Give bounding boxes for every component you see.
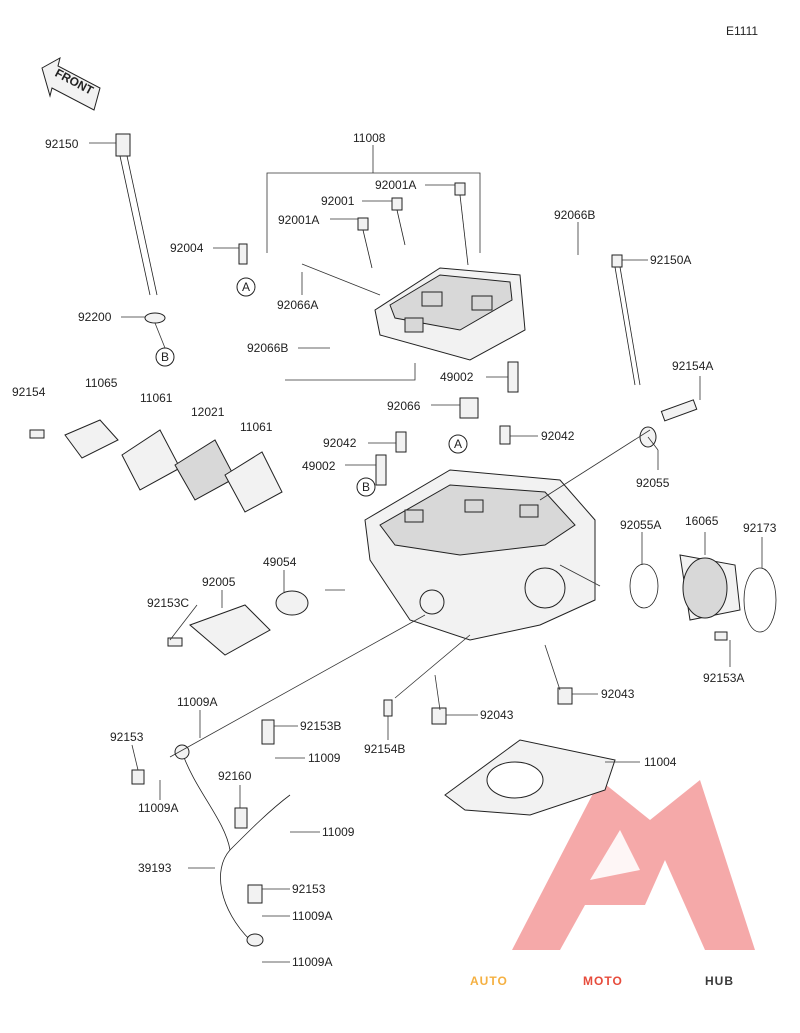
front-arrow: FRONT: [41, 57, 101, 111]
label-92066: 92066: [387, 399, 421, 413]
label-92001A-top: 92001A: [375, 178, 416, 192]
label-92153C: 92153C: [147, 596, 189, 610]
label-11009A-bottom2: 11009A: [292, 955, 332, 969]
label-39193: 39193: [138, 861, 172, 875]
ref-marker-b-label: B: [161, 350, 169, 364]
camshaft-cap: [374, 267, 526, 361]
label-16065: 16065: [685, 514, 719, 528]
label-11061-left: 11061: [140, 391, 173, 405]
label-92150: 92150: [45, 137, 79, 151]
head-gasket: [383, 687, 616, 816]
ref-marker-b-head-label: B: [362, 480, 370, 494]
watermark-hub: HUB: [705, 974, 734, 988]
automotohub-logo: [512, 780, 755, 950]
ref-marker-a-label: A: [242, 280, 250, 294]
ref-marker-a-head: A: [448, 434, 468, 454]
ref-marker-b-head: B: [356, 477, 376, 497]
watermark-auto: AUTO: [470, 974, 508, 988]
cylinder-head: [364, 469, 596, 641]
label-92153A: 92153A: [703, 671, 744, 685]
label-92153-bottom: 92153: [292, 882, 326, 896]
label-11004: 11004: [644, 755, 677, 769]
reed-valve-group: [29, 419, 283, 513]
label-92055A: 92055A: [620, 518, 661, 532]
label-92066B-top: 92066B: [554, 208, 595, 222]
part-labels: 11008 92150 92001A 92001 92001A 92004 92…: [12, 131, 777, 969]
label-92153B: 92153B: [300, 719, 341, 733]
intake-parts: [629, 399, 777, 641]
long-bolt-92150A: [611, 254, 641, 386]
head-outline: [285, 363, 416, 381]
label-49002-top: 49002: [440, 370, 474, 384]
diagram-code: E1111: [726, 24, 758, 38]
ref-marker-a-head-label: A: [454, 437, 462, 451]
label-12021: 12021: [191, 405, 225, 419]
thermostat-group: [167, 590, 309, 656]
label-92001: 92001: [321, 194, 355, 208]
valve-parts: [375, 361, 519, 486]
label-92154B: 92154B: [364, 742, 405, 756]
label-92173: 92173: [743, 521, 777, 535]
label-92066A: 92066A: [277, 298, 318, 312]
label-92001A: 92001A: [278, 213, 319, 227]
label-92042-left: 92042: [323, 436, 357, 450]
label-92200: 92200: [78, 310, 112, 324]
label-11008: 11008: [353, 131, 386, 145]
label-11009-b: 11009: [322, 825, 355, 839]
label-92160: 92160: [218, 769, 252, 783]
label-49054: 49054: [263, 555, 297, 569]
label-49002: 49002: [302, 459, 336, 473]
watermark-moto: MOTO: [583, 974, 623, 988]
label-92004: 92004: [170, 241, 204, 255]
long-bolt-92150: [115, 133, 158, 296]
label-92043-right: 92043: [601, 687, 635, 701]
label-11009A-left: 11009A: [138, 801, 178, 815]
leader-lines: [89, 142, 763, 963]
label-11065: 11065: [85, 376, 118, 390]
stud-92004: [238, 243, 248, 265]
camshaft-cap-bracket: [266, 145, 481, 253]
label-92154: 92154: [12, 385, 46, 399]
cap-bolts: [357, 182, 469, 269]
label-92042-right: 92042: [541, 429, 575, 443]
ref-marker-a-top: A: [236, 277, 256, 297]
label-11061-right: 11061: [240, 420, 273, 434]
label-92055: 92055: [636, 476, 670, 490]
label-11009-a: 11009: [308, 751, 341, 765]
label-11009A-top: 11009A: [177, 695, 217, 709]
label-92005: 92005: [202, 575, 236, 589]
label-92153-left: 92153: [110, 730, 144, 744]
label-11009A-bottom1: 11009A: [292, 909, 332, 923]
ref-marker-b-top: B: [155, 347, 175, 367]
label-92043: 92043: [480, 708, 514, 722]
label-92150A: 92150A: [650, 253, 691, 267]
label-92066B: 92066B: [247, 341, 288, 355]
washer-92200: [144, 312, 166, 324]
water-pipe: [131, 719, 291, 947]
label-92154A: 92154A: [672, 359, 713, 373]
logo-inner-shape: [590, 830, 640, 880]
